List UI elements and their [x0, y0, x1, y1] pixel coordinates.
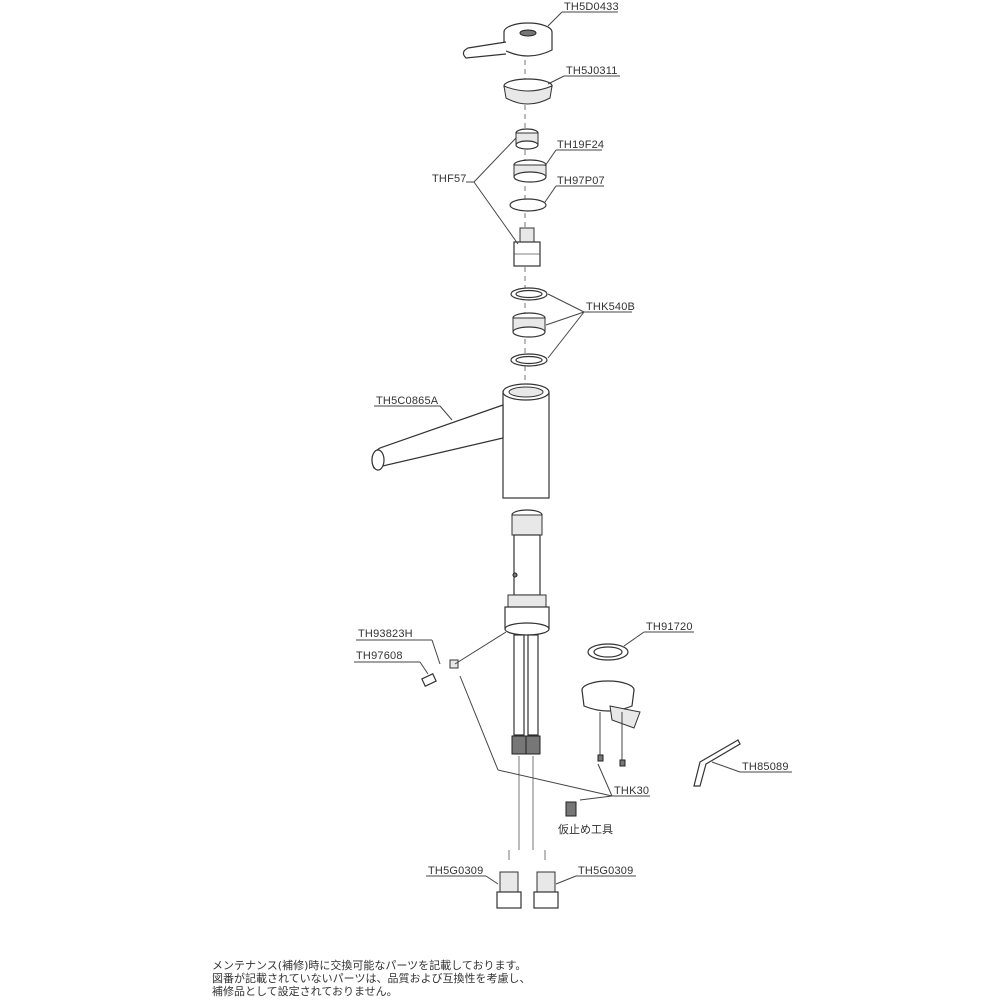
leader-thk30-b: [497, 769, 613, 797]
shank-part: [504, 509, 550, 636]
label-th5g0309-left: TH5G0309: [428, 865, 483, 877]
mounting-bracket-part: [581, 680, 641, 767]
handle-part: [462, 22, 553, 59]
label-thk540b: THK540B: [586, 301, 635, 313]
oring-th97p07: [509, 198, 547, 212]
label-th5j0311: TH5J0311: [566, 65, 618, 77]
th19f24-part: [513, 159, 547, 183]
label-th91720: TH91720: [646, 621, 693, 633]
leader-thk540b-c: [547, 311, 585, 359]
fitting-left: [496, 871, 522, 909]
leader-th97p07: [544, 185, 557, 203]
leader-thk30-a: [459, 675, 499, 771]
leader-th93823h: [431, 639, 441, 665]
label-th97p07: TH97P07: [557, 175, 605, 187]
leader-thf57-a: [473, 137, 517, 183]
thf57-cartridge-part: [513, 227, 541, 267]
leader-th5j0311: [547, 75, 565, 85]
label-th5c0865a: TH5C0865A: [376, 395, 439, 407]
leader-th85089: [711, 761, 741, 773]
faucet-body-part: [371, 383, 550, 499]
leader-thk540b-b: [545, 311, 585, 326]
label-thk30: THK30: [614, 785, 649, 797]
hex-wrench-part: [693, 739, 741, 787]
label-th93823h: TH93823H: [358, 628, 413, 640]
leader-th19f24: [544, 149, 557, 167]
thk540b-sleeve: [512, 312, 546, 338]
leader-thk30-d: [579, 795, 613, 801]
cap-ring-part: [503, 78, 553, 105]
leader-screw-to-body: [454, 631, 507, 665]
leader-th5c0865a: [439, 405, 453, 421]
note-line-1: メンテナンス(補修)時に交換可能なパーツを記載しております。: [212, 958, 526, 972]
supply-hoses: [508, 634, 546, 860]
label-th5g0309-right: TH5G0309: [578, 865, 633, 877]
leader-thk540b-a: [547, 293, 585, 313]
temp-fixing-tool: [565, 801, 577, 817]
label-temp-tool: 仮止め工具: [558, 823, 613, 836]
label-th97608: TH97608: [356, 650, 403, 662]
leader-th97608: [419, 661, 429, 675]
label-th85089: TH85089: [742, 761, 789, 773]
leader-thk30-c: [597, 763, 613, 797]
leader-th5g0309-left: [485, 875, 499, 885]
leader-th5d0433: [547, 11, 563, 27]
label-th5d0433: TH5D0433: [564, 1, 619, 13]
fitting-right: [533, 871, 559, 909]
leader-thf57-b: [473, 181, 519, 245]
cartridge-top-part: [515, 128, 539, 150]
leader-th91720: [623, 631, 645, 647]
label-thf57: THF57: [432, 173, 467, 185]
leader-th5g0309-right: [555, 875, 577, 885]
screw-part: [421, 659, 459, 687]
note-line-2: 図番が記載されていないパーツは、品質および互換性を考慮し、: [212, 971, 530, 985]
note-line-3: 補修品として設定されておりません。: [212, 984, 398, 998]
label-th19f24: TH19F24: [557, 139, 604, 151]
